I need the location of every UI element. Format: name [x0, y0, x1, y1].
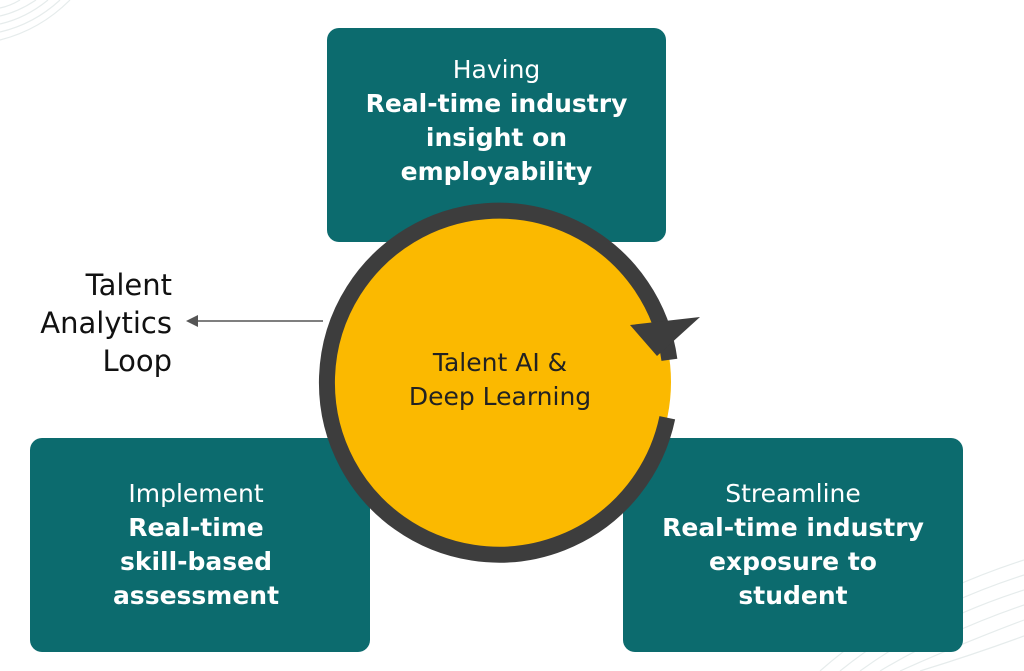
- center-circle: [327, 210, 671, 554]
- box-streamline-description: Real-time industry exposure to student: [662, 513, 924, 610]
- box-streamline-verb: Streamline: [725, 479, 861, 508]
- loop-ring: [318, 202, 678, 563]
- center-label: Talent AI & Deep Learning: [408, 348, 592, 411]
- box-having-description: Real-time industry insight on employabil…: [365, 89, 628, 186]
- box-implement-description: Real-time skill-based assessment: [112, 513, 280, 610]
- box-implement: Implement Real-time skill-based assessme…: [30, 438, 370, 652]
- pointer-arrow-icon: [186, 315, 198, 327]
- box-streamline: Streamline Real-time industry exposure t…: [623, 438, 963, 652]
- box-having-verb: Having: [452, 55, 541, 84]
- box-implement-verb: Implement: [128, 479, 264, 508]
- loop-arrowhead-icon: [630, 317, 700, 356]
- talent-analytics-loop-label: Talent Analytics Loop: [40, 268, 172, 378]
